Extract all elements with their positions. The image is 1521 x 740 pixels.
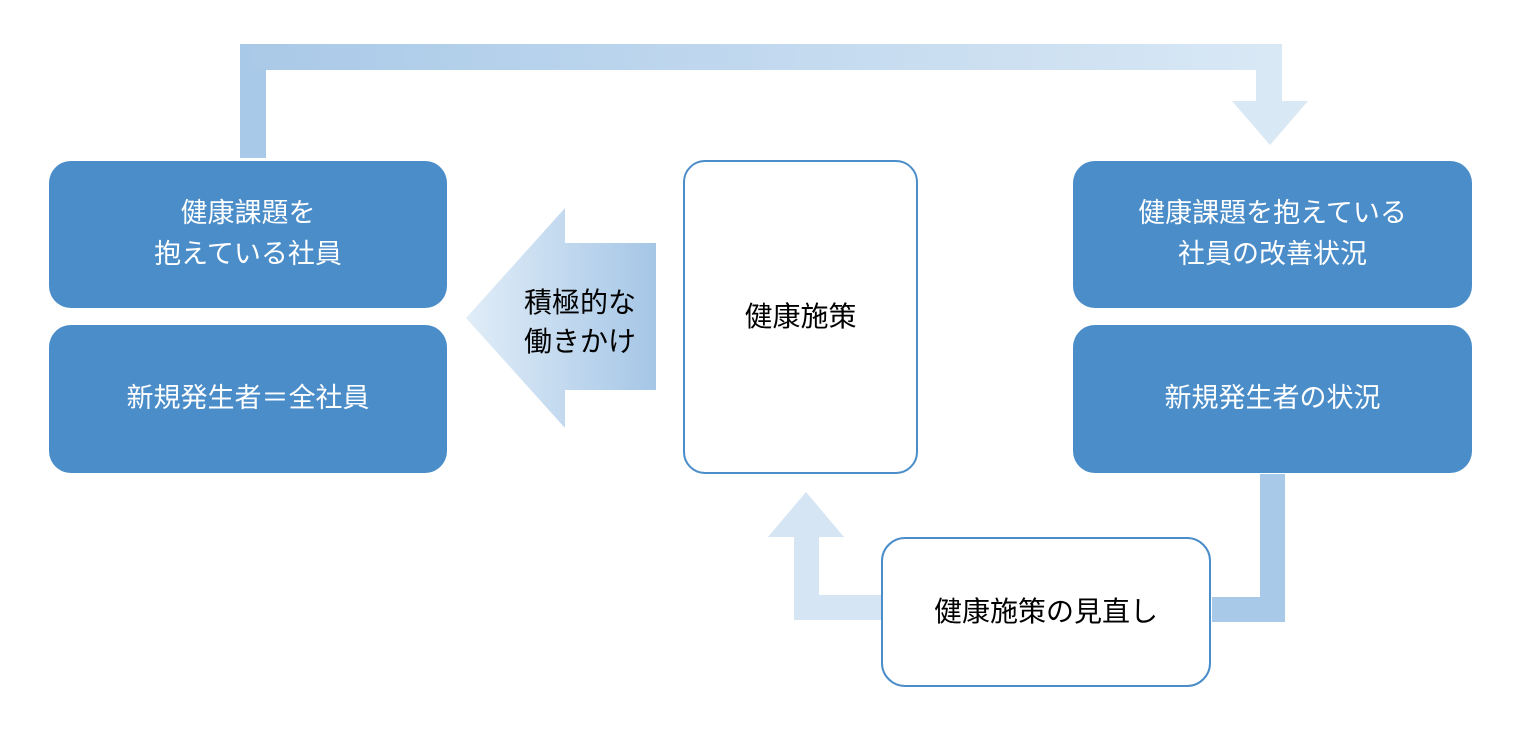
new-cases-status-label: 新規発生者の状況 (1164, 382, 1381, 414)
active-outreach-line-2: 働きかけ (523, 325, 636, 359)
measures-review-box: 健康施策の見直し (881, 537, 1211, 687)
top-flow-arrow (240, 44, 1308, 158)
improvement-status-line-1: 健康課題を抱えている (1138, 198, 1407, 229)
new-cases-status-box: 新規発生者の状況 (1073, 325, 1472, 473)
top-flow-arrowhead (1232, 101, 1308, 145)
bottom-left-arrowhead (768, 492, 844, 537)
health-measures-label: 健康施策 (744, 300, 857, 333)
new-cases-all-employees-label: 新規発生者＝全社員 (126, 382, 370, 414)
improvement-status-box: 健康課題を抱えている 社員の改善状況 (1073, 161, 1472, 308)
improvement-status-line-2: 社員の改善状況 (1178, 238, 1367, 270)
health-measures-box: 健康施策 (683, 160, 918, 474)
active-outreach-line-1: 積極的な (523, 286, 636, 319)
new-cases-all-employees-box: 新規発生者＝全社員 (49, 325, 447, 473)
left-block-arrow (466, 208, 656, 428)
top-flow-drop (1256, 44, 1282, 102)
measures-review-label: 健康施策の見直し (933, 595, 1158, 628)
bottom-left-flow (768, 492, 882, 620)
top-flow-bar (240, 44, 1282, 70)
bottom-right-bar (1212, 597, 1285, 622)
bottom-right-flow (1212, 474, 1285, 622)
affected-employees-line-2: 抱えている社員 (154, 238, 342, 270)
affected-employees-line-1: 健康課題を (180, 198, 316, 229)
bottom-left-riser (794, 536, 819, 620)
active-outreach-label: 積極的な 働きかけ (505, 283, 655, 361)
affected-employees-box: 健康課題を 抱えている社員 (49, 161, 447, 308)
